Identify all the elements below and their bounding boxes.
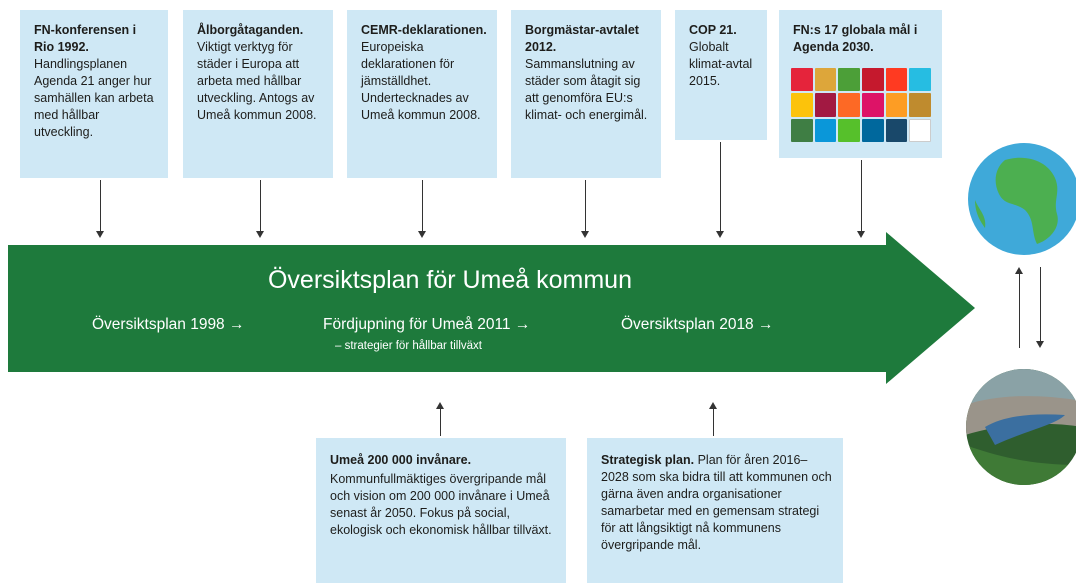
rio-1992-box: FN-konferensen i Rio 1992. Handlingsplan… [20, 10, 168, 178]
sdg-goal-icon [814, 118, 837, 142]
arrow-up [1019, 273, 1020, 348]
box-title: Ålborgåtaganden. [197, 23, 304, 37]
box-body: Europeiska deklarationen för jämställdhe… [361, 40, 481, 122]
box-title: CEMR-deklarationen. [361, 23, 487, 37]
arrow-down [1040, 267, 1041, 342]
arrowhead-icon [581, 231, 589, 238]
banner-item-1998: Översiktsplan 1998 → [92, 316, 245, 333]
box-title: FN:s 17 globala mål i Agenda 2030. [793, 23, 918, 54]
banner-arrow-shape [8, 232, 975, 384]
sdg-goal-icon [838, 93, 860, 117]
umea-200000-box: Umeå 200 000 invånare. Kommunfullmäktige… [316, 438, 566, 583]
box-body: Plan för åren 2016–2028 som ska bidra ti… [601, 453, 832, 552]
sdg-goal-icon [885, 93, 908, 117]
arrowhead-icon [1015, 267, 1023, 274]
alborg-box: Ålborgåtaganden. Viktigt verktyg för stä… [183, 10, 333, 178]
sdg-goal-icon [861, 68, 884, 92]
box-body: Kommunfullmäktiges övergripande mål och … [330, 472, 552, 537]
sdg-goal-icon [909, 118, 931, 142]
box-title: FN-konferensen i Rio 1992. [34, 23, 137, 54]
arrowhead-icon [96, 231, 104, 238]
cop21-box: COP 21. Globalt klimat-avtal 2015. [675, 10, 767, 140]
sdg-goal-icon [885, 118, 908, 142]
banner-subtitle: – strategier för hållbar tillväxt [335, 340, 483, 352]
banner-item-2011: Fördjupning för Umeå 2011 → [323, 316, 531, 333]
sdg-goal-icon [791, 118, 813, 142]
arrowhead-icon [1036, 341, 1044, 348]
sdg-goal-icon [791, 93, 813, 117]
arrowhead-icon [709, 402, 717, 409]
box-body: Globalt klimat-avtal 2015. [689, 40, 753, 88]
sdg-goal-icon [838, 68, 860, 92]
arrow-up [440, 408, 441, 436]
sdg-goal-icon [791, 68, 813, 92]
strategisk-plan-box: Strategisk plan. Plan för åren 2016–2028… [587, 438, 843, 583]
arrow-down [100, 180, 101, 232]
arrow-down [422, 180, 423, 232]
box-body: Viktigt verktyg för städer i Europa att … [197, 40, 317, 122]
box-text: Strategisk plan. Plan för åren 2016–2028… [601, 453, 832, 552]
box-title: Strategisk plan. [601, 453, 695, 467]
sdg-icons [791, 68, 931, 142]
arrowhead-icon [436, 402, 444, 409]
arrow-down [720, 142, 721, 232]
sdg-goal-icon [814, 68, 837, 92]
arrowhead-icon [256, 231, 264, 238]
borgmastar-box: Borgmästar-avtalet 2012. Sammanslutning … [511, 10, 661, 178]
arrowhead-icon [857, 231, 865, 238]
box-title: Borgmästar-avtalet 2012. [525, 23, 639, 54]
sdg-goal-icon [861, 93, 884, 117]
arrowhead-icon [418, 231, 426, 238]
banner-title: Översiktsplan för Umeå kommun [267, 266, 632, 294]
box-body: Handlingsplanen Agenda 21 anger hur samh… [34, 57, 154, 139]
arrow-down [585, 180, 586, 232]
sdg-goal-icon [909, 93, 931, 117]
box-title: Umeå 200 000 invånare. [330, 453, 472, 467]
arrow-up [713, 408, 714, 436]
sdg-goal-icon [838, 118, 860, 142]
city-aerial-image [966, 369, 1076, 485]
sdg-goal-icon [861, 118, 884, 142]
banner-item-2018: Översiktsplan 2018 → [621, 316, 774, 333]
cemr-box: CEMR-deklarationen. Europeiska deklarati… [347, 10, 497, 178]
sdg-goal-icon [909, 68, 931, 92]
box-body: Sammanslutning av städer som åtagit sig … [525, 57, 648, 122]
arrow-down [260, 180, 261, 232]
sdg-goal-icon [814, 93, 837, 117]
box-title: COP 21. [689, 23, 737, 37]
arrow-down [861, 160, 862, 232]
arrowhead-icon [716, 231, 724, 238]
sdg-goal-icon [885, 68, 908, 92]
globe-icon [968, 143, 1076, 255]
